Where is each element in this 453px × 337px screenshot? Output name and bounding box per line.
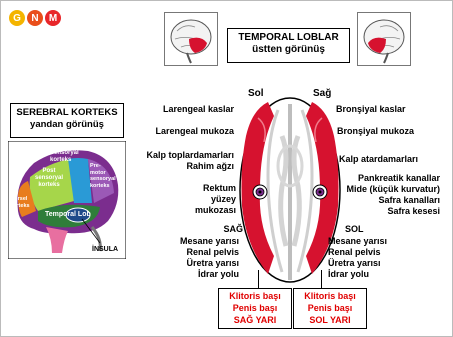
sag-title: SAĞ	[223, 224, 243, 235]
bottom-box-left: Klitoris başı Penis başı SAĞ YARI	[218, 288, 292, 329]
title-line-2: üstten görünüş	[228, 44, 349, 56]
right-label-safra-kesesi: Safra kesesi	[387, 206, 440, 217]
logo-letter-m: M	[45, 10, 61, 26]
bottom-right-line-1: Klitoris başı	[294, 290, 366, 302]
left-label-kalp-toplardamarlari: Kalp toplardamarları	[146, 150, 234, 161]
cortex-label-sensory: Sensoryal korteks	[50, 150, 79, 164]
brain-top-view	[238, 96, 342, 288]
sol-item-2: Renal pelvis	[328, 247, 381, 258]
right-label-bronsiyal-kaslar: Bronşiyal kaslar	[336, 104, 406, 115]
bottom-left-line-3: SAĞ YARI	[219, 314, 291, 326]
connector-right	[321, 270, 322, 288]
bottom-right-line-2: Penis başı	[294, 302, 366, 314]
right-label-kalp-atardamarlari: Kalp atardamarları	[339, 154, 418, 165]
cortex-title-line-2: yandan görünüş	[11, 119, 123, 131]
cortex-label-temporal: Temporal Lob	[45, 209, 91, 220]
sag-item-4: İdrar yolu	[198, 269, 239, 280]
right-label-bronsiyal-mukoza: Bronşiyal mukoza	[337, 126, 414, 137]
sag-item-3: Üretra yarısı	[186, 258, 239, 269]
sol-item-4: İdrar yolu	[328, 269, 369, 280]
left-label-larengeal-kaslar: Larengeal kaslar	[163, 104, 234, 115]
right-label-mide: Mide (küçük kurvatur)	[346, 184, 440, 195]
cortex-label-insula: İNSULA	[92, 246, 118, 254]
gnm-logo: G N M	[9, 10, 61, 26]
brain-thumbnail-right	[357, 12, 411, 66]
brain-thumbnail-left	[164, 12, 218, 66]
cortex-label-post: Post sensoryal korteks	[35, 168, 63, 189]
connector-left	[258, 270, 259, 288]
cortex-label-gorsel: Görsel korteks	[10, 196, 30, 209]
bottom-left-line-2: Penis başı	[219, 302, 291, 314]
title-box: TEMPORAL LOBLAR üstten görünüş	[227, 28, 350, 63]
cortex-title-line-1: SEREBRAL KORTEKS	[11, 107, 123, 119]
side-label-right: Sağ	[313, 88, 331, 99]
right-label-safra-kanallari: Safra kanalları	[378, 195, 440, 206]
left-label-larengeal-mukoza: Larengeal mukoza	[155, 126, 234, 137]
bottom-left-line-1: Klitoris başı	[219, 290, 291, 302]
bottom-box-right: Klitoris başı Penis başı SOL YARI	[293, 288, 367, 329]
sag-item-1: Mesane yarısı	[180, 236, 239, 247]
left-label-rahim-agzi: Rahim ağzı	[186, 161, 234, 172]
bottom-right-line-3: SOL YARI	[294, 314, 366, 326]
left-label-rektum: Rektum	[203, 183, 236, 194]
side-label-left: Sol	[248, 88, 264, 99]
right-label-pankreatik: Pankreatik kanallar	[358, 173, 440, 184]
sol-item-1: Mesane yarısı	[328, 236, 387, 247]
cortex-title-box: SEREBRAL KORTEKS yandan görünüş	[10, 103, 124, 138]
logo-letter-n: N	[27, 10, 43, 26]
title-line-1: TEMPORAL LOBLAR	[228, 32, 349, 44]
left-label-yuzey: yüzey	[211, 194, 236, 205]
left-label-mukozasi: mukozası	[195, 205, 236, 216]
cortex-label-premotor: Pre- motor sensoryal korteks	[90, 163, 116, 189]
sag-item-2: Renal pelvis	[186, 247, 239, 258]
sol-title: SOL	[345, 224, 364, 235]
sol-item-3: Üretra yarısı	[328, 258, 381, 269]
logo-letter-g: G	[9, 10, 25, 26]
